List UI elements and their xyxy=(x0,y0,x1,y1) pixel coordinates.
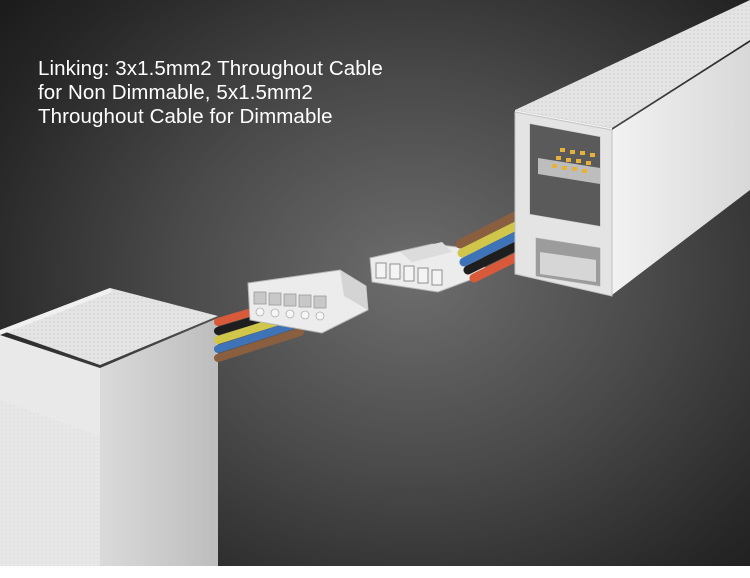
right-top-diffuser xyxy=(515,0,750,128)
left-top-diffuser xyxy=(0,288,218,365)
left-top-rim xyxy=(0,288,112,335)
caption-line-2: for Non Dimmable, 5x1.5mm2 xyxy=(38,81,313,104)
left-face-texture xyxy=(0,400,100,566)
wire-brown-left xyxy=(214,328,304,362)
left-luminaire xyxy=(0,288,218,566)
cable-connector-male-icon xyxy=(369,242,487,293)
caption-line-1: Linking: 3x1.5mm2 Throughout Cable xyxy=(38,57,383,80)
wire-blue-left xyxy=(214,322,294,353)
product-caption: Linking: 3x1.5mm2 Throughout Cable for N… xyxy=(38,57,438,129)
cable-connector-female-icon xyxy=(247,269,369,334)
right-side-face xyxy=(612,42,750,295)
caption-line-3: Throughout Cable for Dimmable xyxy=(38,105,333,128)
right-luminaire xyxy=(514,0,750,297)
left-end-cap xyxy=(100,318,218,566)
bottom-border xyxy=(0,566,750,578)
led-chips xyxy=(552,148,595,173)
